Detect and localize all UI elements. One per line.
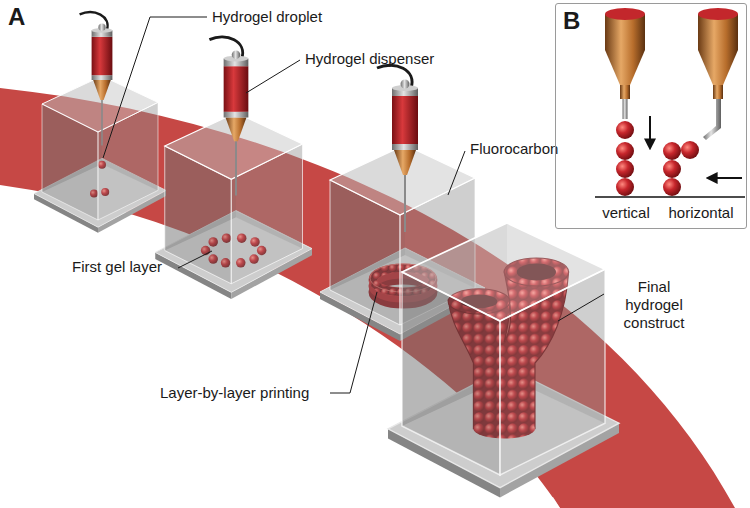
inset-caption: horizontal xyxy=(668,204,733,222)
panel-letter: A xyxy=(8,3,25,31)
callout-label: Hydrogel droplet xyxy=(212,8,322,26)
inset-panel: Bvertical horizontal xyxy=(555,3,747,229)
callout-label: Layer-by-layer printing xyxy=(160,384,309,402)
panel-letter: B xyxy=(563,7,580,35)
callout-label: First gel layer xyxy=(72,258,162,276)
inset-caption: vertical xyxy=(602,204,650,222)
callout-label: Final hydrogel construct xyxy=(608,278,700,332)
callout-label: Hydrogel dispenser xyxy=(305,50,434,68)
callout-label: Fluorocarbon xyxy=(470,140,558,158)
